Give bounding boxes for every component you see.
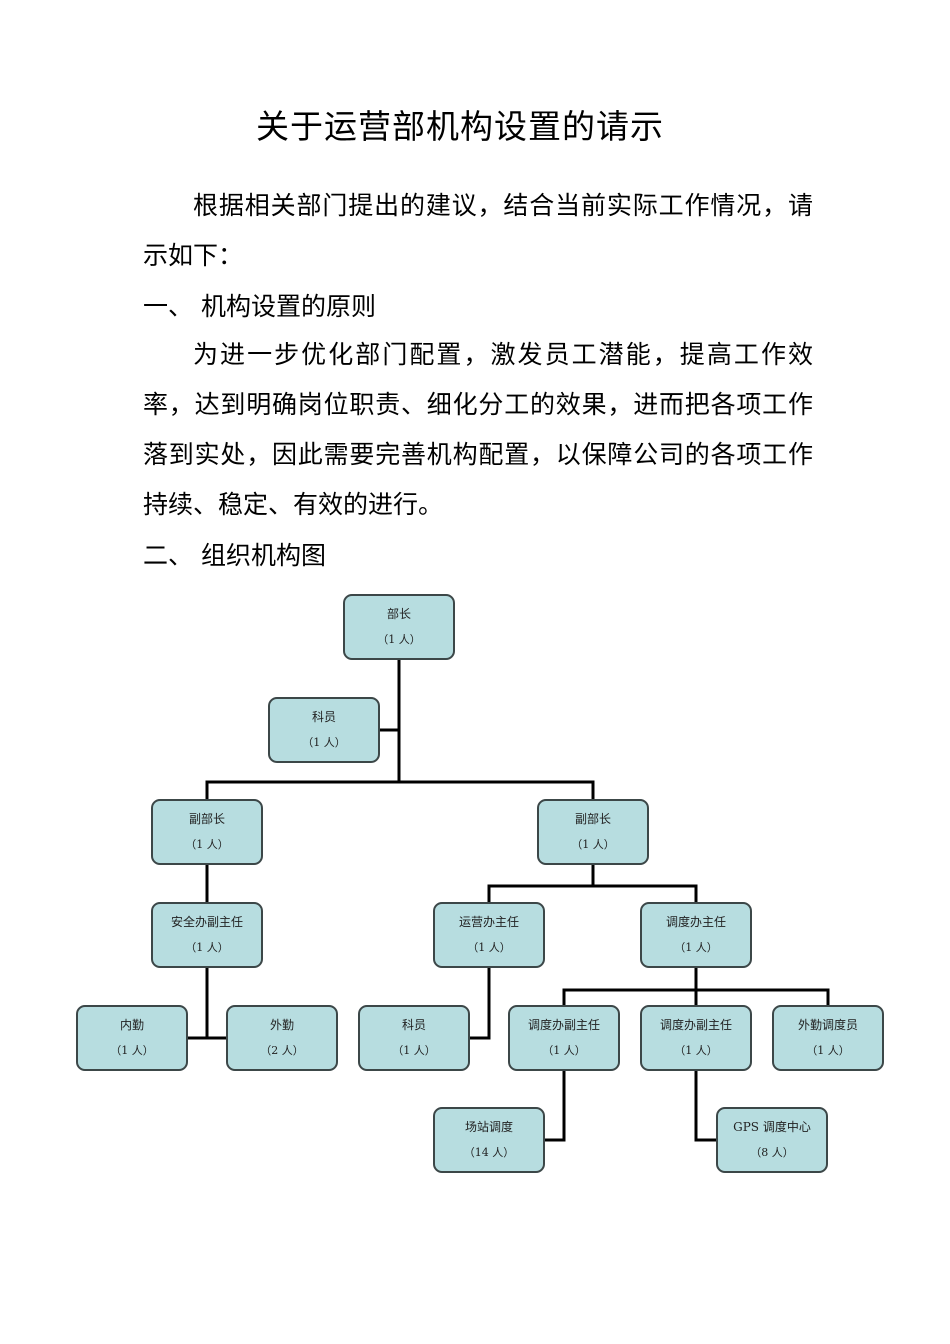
org-node-ops-director: 运营办主任 （1 人） xyxy=(433,902,545,968)
node-count: （2 人） xyxy=(260,1044,304,1057)
document-title: 关于运营部机构设置的请示 xyxy=(256,107,664,146)
org-node-external: 外勤 （2 人） xyxy=(226,1005,338,1071)
node-title: 调度办主任 xyxy=(665,915,726,929)
org-node-ops-clerk: 科员 （1 人） xyxy=(358,1005,470,1071)
node-title: 副部长 xyxy=(574,812,611,826)
org-node-clerk-top: 科员 （1 人） xyxy=(268,697,380,763)
node-title: 外勤调度员 xyxy=(797,1018,858,1032)
node-title: 安全办副主任 xyxy=(170,915,243,929)
section-1-heading: 一、机构设置的原则 xyxy=(143,282,376,332)
node-title: 内勤 xyxy=(119,1018,144,1032)
node-title: 外勤 xyxy=(269,1018,294,1032)
node-title: 科员 xyxy=(311,710,336,724)
section-2-title: 组织机构图 xyxy=(201,541,327,570)
node-title: 场站调度 xyxy=(464,1120,513,1134)
org-node-gps-center: GPS 调度中心 （8 人） xyxy=(716,1107,828,1173)
node-count: （1 人） xyxy=(674,941,718,954)
node-count: （1 人） xyxy=(110,1044,154,1057)
org-node-minister: 部长 （1 人） xyxy=(343,594,455,660)
node-count: （8 人） xyxy=(750,1146,794,1159)
node-title: 调度办副主任 xyxy=(659,1018,732,1032)
node-count: （1 人） xyxy=(377,633,421,646)
org-node-deputy-right: 副部长 （1 人） xyxy=(537,799,649,865)
node-title: 科员 xyxy=(401,1018,426,1032)
node-title: 调度办副主任 xyxy=(527,1018,600,1032)
node-count: （1 人） xyxy=(467,941,511,954)
node-count: （1 人） xyxy=(392,1044,436,1057)
org-node-deputy-left: 副部长 （1 人） xyxy=(151,799,263,865)
node-count: （1 人） xyxy=(571,838,615,851)
node-count: （1 人） xyxy=(542,1044,586,1057)
node-title: 运营办主任 xyxy=(458,915,519,929)
org-node-field-dispatcher: 外勤调度员 （1 人） xyxy=(772,1005,884,1071)
node-count: （14 人） xyxy=(463,1146,515,1159)
node-count: （1 人） xyxy=(806,1044,850,1057)
node-count: （1 人） xyxy=(185,941,229,954)
org-node-dispatch-deputy-1: 调度办副主任 （1 人） xyxy=(508,1005,620,1071)
org-node-internal: 内勤 （1 人） xyxy=(76,1005,188,1071)
node-title: 部长 xyxy=(386,607,411,621)
section-2-number: 二、 xyxy=(143,541,194,570)
section-1-number: 一、 xyxy=(143,292,194,321)
section-2-heading: 二、组织机构图 xyxy=(143,531,326,581)
node-count: （1 人） xyxy=(674,1044,718,1057)
org-node-station-dispatch: 场站调度 （14 人） xyxy=(433,1107,545,1173)
node-count: （1 人） xyxy=(302,736,346,749)
org-node-dispatch-deputy-2: 调度办副主任 （1 人） xyxy=(640,1005,752,1071)
intro-paragraph: 根据相关部门提出的建议，结合当前实际工作情况，请示如下： xyxy=(143,191,813,270)
node-title: 副部长 xyxy=(188,812,225,826)
section-1-title: 机构设置的原则 xyxy=(201,292,377,321)
node-count: （1 人） xyxy=(185,838,229,851)
section-1-body: 为进一步优化部门配置，激发员工潜能，提高工作效率，达到明确岗位职责、细化分工的效… xyxy=(143,340,813,519)
node-title: GPS 调度中心 xyxy=(733,1120,811,1134)
org-node-safety-deputy: 安全办副主任 （1 人） xyxy=(151,902,263,968)
org-node-dispatch-director: 调度办主任 （1 人） xyxy=(640,902,752,968)
